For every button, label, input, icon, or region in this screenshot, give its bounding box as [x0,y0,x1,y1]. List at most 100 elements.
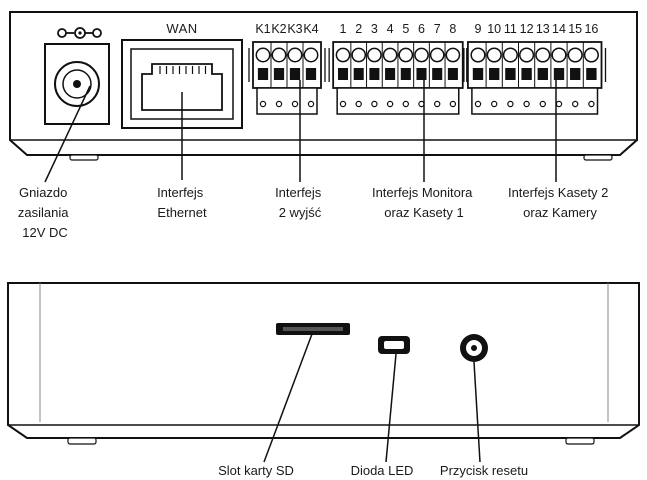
terminal-pin-hole [275,100,283,108]
callout-ethernet-label: Interfejs Ethernet [157,185,207,220]
terminal-wire-entry [489,68,500,80]
terminal-wire-entry [400,68,411,80]
terminal-wire-entry [289,68,301,80]
callout-lines [44,80,557,463]
terminal-pin-hole [307,100,315,108]
terminal-pin-hole [259,100,267,108]
port-number-label: K2 [271,22,286,36]
terminal-screw [271,47,287,63]
terminal-pin-hole [402,100,409,108]
callout-reset-label: Przycisk resetu [440,463,528,478]
bottom-device-foot-right [565,437,595,445]
terminal-wire-entry [537,68,548,80]
terminal-screw [414,47,429,63]
terminal-pin-hole [539,100,547,108]
terminal-screw [287,47,303,63]
terminal-screw [445,47,461,63]
callout-monitor-line-1: Interfejs Monitora [372,185,473,200]
terminal-pin-hole [588,100,595,108]
port-number-label: 3 [371,22,378,36]
terminal-wire-entry [305,68,317,80]
terminal-pin-hole [355,100,362,108]
terminal-wire-entry [385,68,396,80]
terminal-pin-hole [572,100,579,108]
terminal-pin-hole [386,100,394,108]
terminal-wire-entry [369,68,380,80]
reset-button [460,334,488,362]
port-number-label: 9 [475,22,482,36]
port-number-label: 1 [340,22,347,36]
terminal-screw [470,47,486,63]
terminal-pin-hole [507,100,514,108]
callout-monitor-line-2: oraz Kasety 1 [384,205,464,220]
power-polarity-icon [57,27,102,39]
callout-line-led [385,353,397,463]
port-number-label: 5 [402,22,409,36]
terminal-pin-hole [523,100,530,108]
port-number-label: 15 [568,22,582,36]
terminal-screw [335,47,351,63]
terminal-screw [519,47,535,63]
port-number-label: 14 [552,22,566,36]
port-number-label: 12 [520,22,534,36]
terminal-wire-entry [472,68,484,80]
terminal-plug [471,87,599,115]
terminal-pin-hole [371,100,378,108]
port-number-label: K3 [287,22,302,36]
dc-power-jack [44,43,110,125]
terminal-pin-hole [339,100,347,108]
port-number-label: 6 [418,22,425,36]
terminal-screw [486,47,502,63]
terminal-plug [256,87,318,115]
port-number-label: 11 [504,22,517,36]
terminal-screw [567,47,583,63]
bottom-device-body [7,282,640,439]
monitor-terminal-block [328,41,468,115]
terminal-screw [351,47,367,63]
terminal-wire-entry [353,68,364,80]
terminal-pin-hole [291,100,299,108]
terminal-wire-entry [570,68,581,80]
terminal-screw [255,47,271,63]
camera-terminal-block [463,41,607,115]
terminal-plug [336,87,460,115]
port-number-label: 4 [387,22,394,36]
terminal-wire-entry [416,68,427,80]
port-number-label: 8 [449,22,456,36]
terminal-screw [398,47,414,63]
terminal-pin-hole [449,100,457,108]
callout-camera-line-2: oraz Kamery [523,205,597,220]
terminal-screw [429,47,445,63]
bottom-device-foot-left [67,437,97,445]
callout-sd-label: Slot karty SD [218,463,294,478]
callout-power-line-3: 12V DC [22,225,68,240]
terminal-pin-hole [555,100,563,108]
terminal-wire-entry [432,68,443,80]
terminal-screw [535,47,551,63]
terminal-screw [382,47,398,63]
callout-ethernet-line-1: Interfejs [157,185,204,200]
top-device-foot-left [69,154,99,161]
terminal-wire-entry [257,68,269,80]
port-number-label: 16 [584,22,598,36]
terminal-blocks [248,41,607,115]
terminal-wire-entry [337,68,349,80]
terminal-wire-entry [521,68,532,80]
port-number-label: 10 [487,22,501,36]
led-indicator [378,336,410,354]
port-number-label: K4 [303,22,318,36]
port-number-label: K1 [255,22,270,36]
terminal-pin-hole [434,100,441,108]
relay-terminal-block [248,41,326,115]
top-device-foot-right [583,154,613,161]
sd-card-slot [276,323,350,335]
terminal-screw [551,47,567,63]
port-number-label: 13 [536,22,550,36]
terminal-wire-entry [553,68,565,80]
